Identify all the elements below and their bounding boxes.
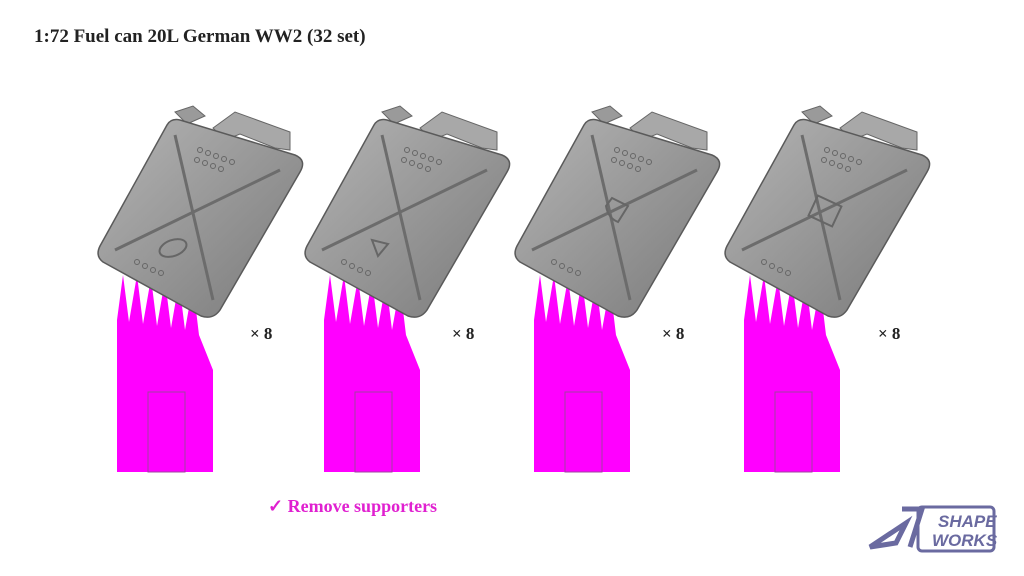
quantity-label: × 8 — [452, 324, 475, 343]
remove-supporters-note: ✓ Remove supporters — [268, 496, 438, 516]
variant-4 — [723, 104, 932, 474]
quantity-label: × 8 — [878, 324, 901, 343]
svg-text:SHAPE: SHAPE — [938, 512, 997, 531]
quantity-label: × 8 — [662, 324, 685, 343]
svg-text:WORKS: WORKS — [932, 531, 998, 550]
oval-emblem — [158, 238, 188, 258]
triangle-emblem — [370, 238, 390, 258]
variant-3 — [513, 104, 722, 474]
shield-emblem — [604, 196, 630, 224]
page-title: 1:72 Fuel can 20L German WW2 (32 set) — [34, 26, 366, 47]
variant-1 — [96, 104, 305, 474]
variant-2 — [303, 104, 512, 474]
runes-emblem — [807, 194, 843, 228]
shape-works-logo: SHAPE WORKS — [868, 505, 998, 553]
quantity-label: × 8 — [250, 324, 273, 343]
